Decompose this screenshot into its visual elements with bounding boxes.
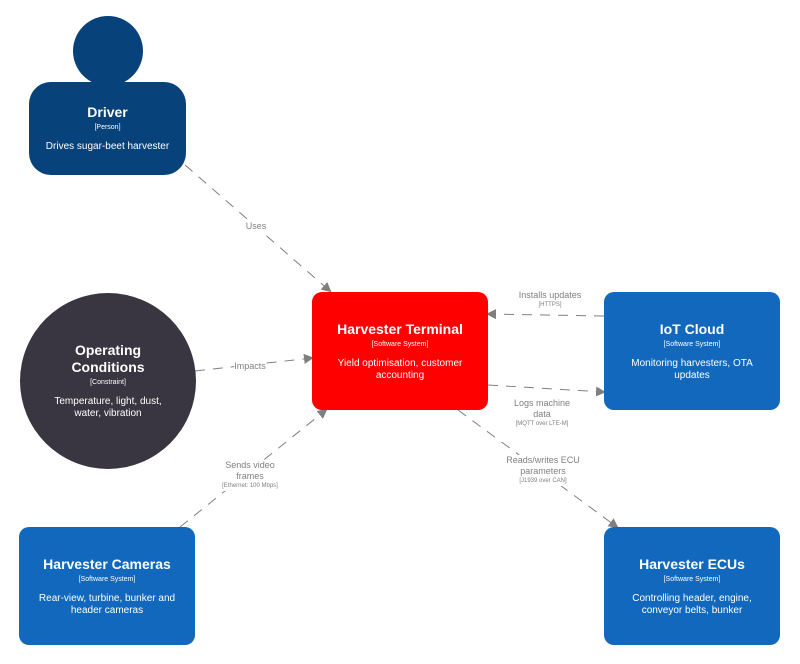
edge-logs-label: Logs machine data [MQTT over LTE-M] <box>507 398 577 429</box>
edge-installs-label: Installs updates [HTTPS] <box>510 290 590 310</box>
edge-impacts-label: Impacts <box>234 361 266 372</box>
cameras-desc: Rear-view, turbine, bunker and header ca… <box>38 592 176 616</box>
edge-installs-text: Installs updates <box>518 290 582 300</box>
edge-uses-label: Uses <box>245 221 267 232</box>
edge-impacts-text: Impacts <box>234 361 266 371</box>
driver-head <box>73 16 143 86</box>
driver-kind: [Person] <box>94 124 121 131</box>
driver-desc: Drives sugar-beet harvester <box>45 141 170 152</box>
harvester-terminal-box[interactable]: Harvester Terminal [Software System] Yie… <box>312 292 488 410</box>
edge-video-label: Sends video frames [Ethernet: 100 Mbps] <box>215 460 285 491</box>
cameras-name: Harvester Cameras <box>43 555 171 572</box>
iot-name: IoT Cloud <box>659 320 725 337</box>
terminal-desc: Yield optimisation, customer accounting <box>337 357 463 381</box>
edge-video-text: Sends video frames <box>225 460 275 481</box>
terminal-name: Harvester Terminal <box>337 320 463 337</box>
driver-name: Driver <box>87 104 128 120</box>
harvester-cameras-box[interactable]: Harvester Cameras [Software System] Rear… <box>19 527 195 645</box>
edge-logs-text: Logs machine data <box>513 398 571 419</box>
conditions-desc: Temperature, light, dust, water, vibrati… <box>54 396 162 419</box>
edge-logs-line <box>487 384 606 397</box>
edge-logs-tech: [MQTT over LTE-M] <box>515 421 569 427</box>
iot-cloud-box[interactable]: IoT Cloud [Software System] Monitoring h… <box>604 292 780 410</box>
edge-ecu-label: Reads/writes ECU parameters [J1939 over … <box>500 455 586 486</box>
operating-conditions-circle[interactable]: Operating Conditions [Constraint] Temper… <box>20 293 196 469</box>
edge-installs-line <box>486 309 605 320</box>
conditions-name: Operating Conditions <box>71 342 145 375</box>
edge-uses-text: Uses <box>245 221 267 231</box>
edge-ecu-text: Reads/writes ECU parameters <box>506 455 580 476</box>
harvester-ecus-box[interactable]: Harvester ECUs [Software System] Control… <box>604 527 780 645</box>
iot-kind: [Software System] <box>663 340 721 348</box>
cameras-kind: [Software System] <box>78 575 136 583</box>
driver-body <box>29 82 186 175</box>
terminal-kind: [Software System] <box>371 340 429 348</box>
conditions-kind: [Constraint] <box>90 379 126 386</box>
edge-installs-tech: [HTTPS] <box>538 302 562 308</box>
edge-video-tech: [Ethernet: 100 Mbps] <box>222 483 278 489</box>
ecus-desc: Controlling header, engine, conveyor bel… <box>632 592 752 616</box>
iot-desc: Monitoring harvesters, OTA updates <box>631 357 753 381</box>
ecus-name: Harvester ECUs <box>639 555 745 572</box>
driver-text: Driver [Person] Drives sugar-beet harves… <box>29 82 186 175</box>
ecus-kind: [Software System] <box>663 575 721 583</box>
edge-ecu-tech: [J1939 over CAN] <box>519 478 567 484</box>
